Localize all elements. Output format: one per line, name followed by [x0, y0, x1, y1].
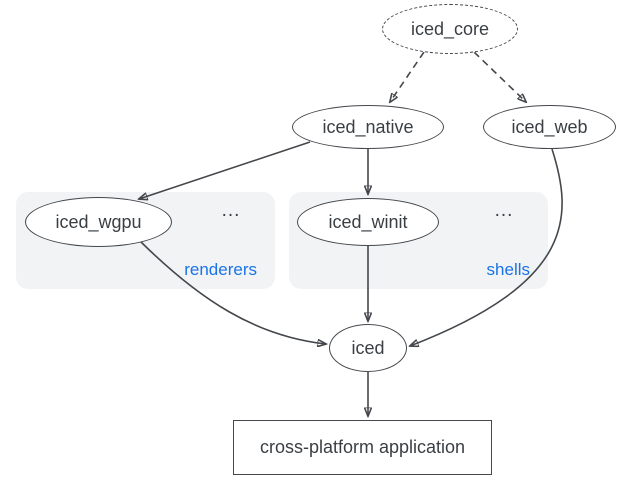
edge-iced-web-to-iced [410, 148, 563, 346]
edge-iced-native-to-iced-wgpu [139, 141, 311, 199]
edge-iced-core-to-iced-web [473, 51, 526, 102]
shells-ellipsis: ... [494, 200, 514, 221]
node-iced-web: iced_web [483, 105, 616, 149]
edge-iced-wgpu-to-iced [140, 241, 326, 344]
group-label-shells: shells [486, 260, 530, 279]
node-iced-core-label: iced_core [410, 18, 490, 39]
node-iced-winit: iced_winit [297, 198, 439, 246]
node-iced-winit-label: iced_winit [328, 211, 408, 232]
node-iced-web-label: iced_web [511, 116, 588, 137]
group-label-renderers: renderers [184, 260, 257, 279]
renderers-ellipsis: ... [221, 200, 241, 221]
node-iced-core: iced_core [382, 4, 518, 54]
node-iced-label: iced [351, 337, 385, 358]
node-cross-platform-application-label: cross-platform application [259, 437, 466, 457]
node-iced-wgpu-label: iced_wgpu [55, 211, 142, 232]
node-cross-platform-application: cross-platform application [233, 420, 492, 475]
node-iced: iced [329, 324, 407, 372]
node-iced-native: iced_native [292, 105, 444, 149]
node-iced-wgpu: iced_wgpu [25, 197, 172, 247]
node-iced-native-label: iced_native [322, 116, 414, 137]
edge-iced-core-to-iced-native [390, 51, 425, 102]
